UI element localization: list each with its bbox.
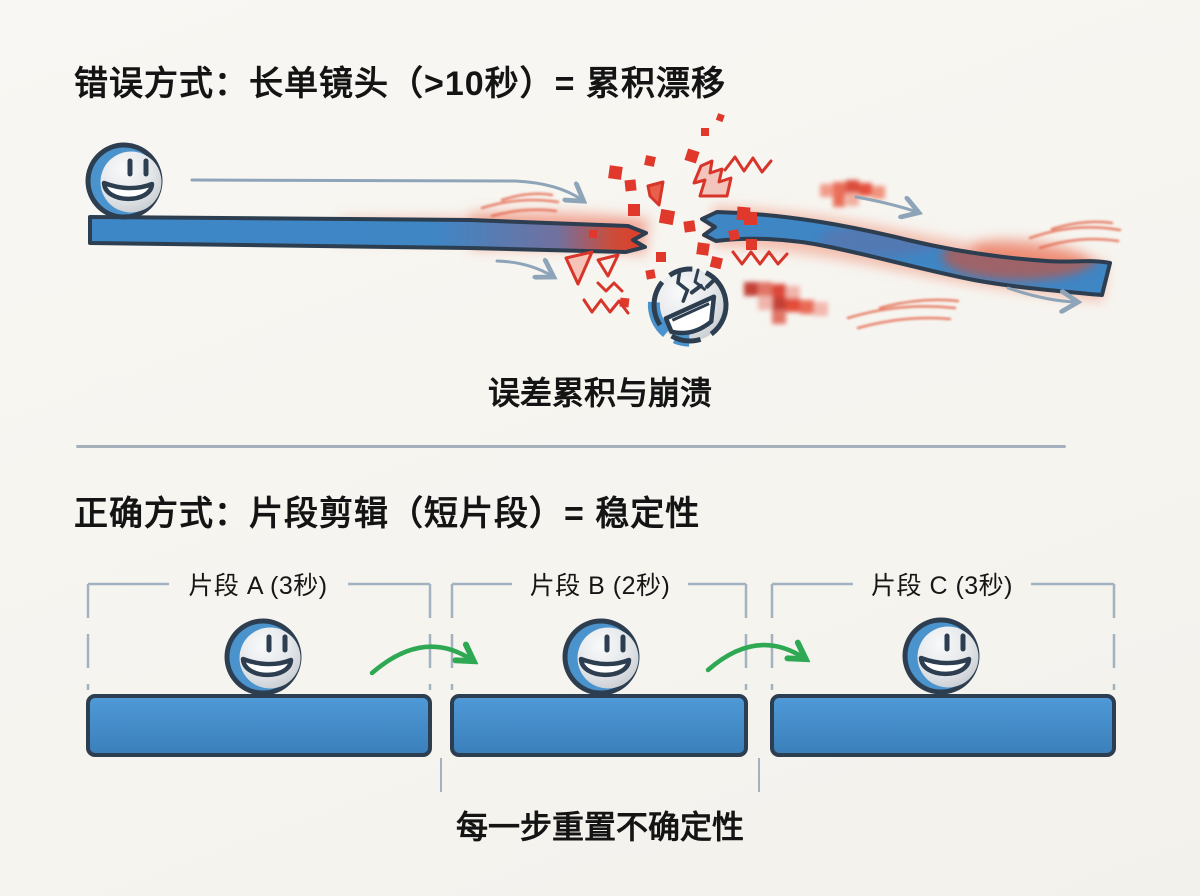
single-shot-bar-left xyxy=(88,215,648,254)
wrong-section-caption: 误差累积与崩溃 xyxy=(487,375,712,411)
right-section-title: 正确方式：片段剪辑（短片段）= 稳定性 xyxy=(74,495,701,533)
collision-burst-shards xyxy=(564,155,789,315)
green-hop-arrows xyxy=(369,645,804,676)
right-section-caption: 每一步重置不确定性 xyxy=(455,809,744,845)
clip-label-b: 片段 B (2秒) xyxy=(529,572,671,600)
smiley-ball-icon xyxy=(227,621,301,693)
smiley-ball-icon xyxy=(905,620,979,692)
clip-brackets xyxy=(86,582,1116,690)
clip-block-c xyxy=(770,694,1116,757)
pixel-artifact-cluster-top xyxy=(820,180,885,207)
clip-blocks xyxy=(86,694,1116,757)
clip-block-b xyxy=(450,694,748,757)
wrong-section-title: 错误方式：长单镜头（>10秒）= 累积漂移 xyxy=(74,65,726,103)
smiley-ball-icon xyxy=(565,621,639,693)
cut-marks xyxy=(440,758,760,792)
gray-motion-arrows xyxy=(190,178,1076,302)
section-divider xyxy=(76,445,1066,448)
clip-block-a xyxy=(86,694,432,757)
collision-burst-pixels xyxy=(589,113,757,308)
flame-arcs xyxy=(480,192,1122,330)
clip-label-a: 片段 A (3秒) xyxy=(188,572,328,600)
clip-label-c: 片段 C (3秒) xyxy=(870,572,1014,600)
cracked-ball-icon xyxy=(647,266,729,347)
smiley-ball-icon xyxy=(88,145,162,217)
pixel-artifact-cluster-bottom xyxy=(744,282,828,324)
